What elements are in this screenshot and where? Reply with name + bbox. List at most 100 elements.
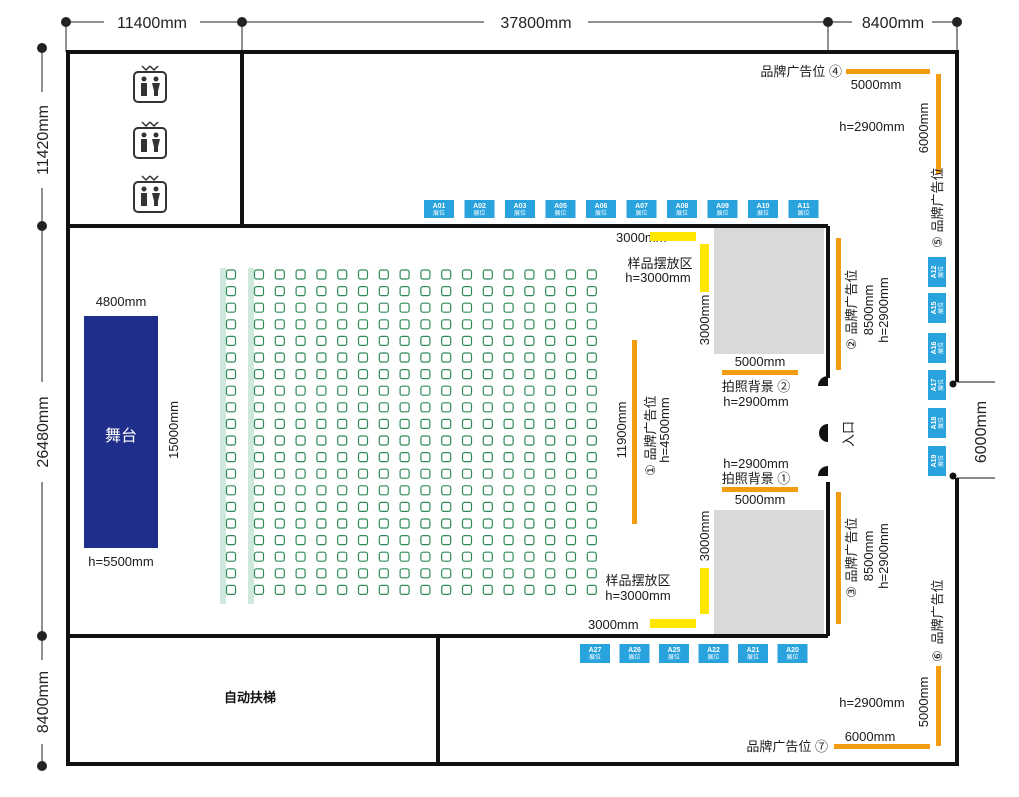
seat — [378, 468, 389, 479]
seat — [482, 269, 493, 280]
seat — [274, 302, 285, 313]
seat — [503, 584, 514, 596]
seat — [274, 335, 285, 346]
seat — [337, 302, 348, 313]
seat — [420, 551, 431, 562]
photo-top-bar — [722, 370, 798, 375]
seat — [524, 385, 535, 396]
booth-code: A21 — [747, 647, 760, 654]
seat — [295, 335, 306, 346]
seat — [524, 468, 535, 479]
seat — [253, 435, 265, 446]
seat — [441, 418, 452, 429]
seat — [337, 335, 348, 346]
seat — [295, 485, 306, 496]
seat — [399, 518, 410, 529]
seat — [225, 501, 237, 512]
booth-sub-label: 展位 — [937, 379, 945, 391]
seat — [441, 551, 452, 562]
booth-sub-label: 展位 — [433, 209, 445, 217]
seat — [399, 335, 410, 346]
seat — [420, 418, 431, 429]
seat — [482, 302, 493, 313]
seat — [274, 568, 285, 579]
seat — [524, 485, 535, 496]
seat — [253, 402, 265, 413]
seat — [399, 302, 410, 313]
ad7-width: 6000mm — [845, 729, 896, 744]
seat — [399, 501, 410, 512]
stage-depth: 15000mm — [166, 401, 181, 459]
seat — [441, 269, 452, 280]
ad4-side-bar — [936, 74, 941, 174]
seat — [274, 452, 285, 463]
seat — [545, 352, 556, 363]
seat — [503, 468, 514, 479]
seat — [399, 269, 410, 280]
seat — [586, 568, 597, 579]
brand-ad-5: 品牌广告位 ⑤ — [930, 167, 945, 247]
brand-ad-7: h=2900mm 5000mm 6000mm 品牌广告位 ⑦ — [746, 666, 941, 754]
seat — [357, 286, 369, 297]
seat — [225, 369, 237, 380]
seat — [378, 302, 389, 313]
seat — [378, 352, 389, 363]
seat — [357, 452, 369, 463]
seat — [545, 468, 556, 479]
seat — [399, 468, 410, 479]
seat — [378, 551, 389, 562]
seat — [441, 385, 452, 396]
seat — [337, 385, 348, 396]
seat — [461, 352, 473, 363]
seat — [586, 584, 597, 596]
seat — [524, 501, 535, 512]
seat — [399, 286, 410, 297]
seat — [461, 452, 473, 463]
booth-code: A11 — [797, 203, 810, 210]
seat — [225, 534, 237, 546]
photo-top-width: 5000mm — [735, 354, 786, 369]
seat — [316, 534, 327, 546]
booth-sub-label: 展位 — [676, 209, 688, 217]
seat — [253, 485, 265, 496]
seat — [482, 584, 493, 596]
seat — [586, 369, 597, 380]
seat — [225, 385, 237, 396]
ad4-label: 品牌广告位 ④ — [760, 64, 842, 79]
seat — [295, 385, 306, 396]
seat — [337, 551, 348, 562]
seat — [295, 269, 306, 280]
seat — [503, 534, 514, 546]
seat — [295, 452, 306, 463]
seat — [274, 418, 285, 429]
seat — [253, 518, 265, 529]
seat — [586, 418, 597, 429]
seat — [225, 418, 237, 429]
booth-sub-label: 展位 — [707, 653, 719, 661]
seat — [420, 369, 431, 380]
seat — [503, 302, 514, 313]
seat — [565, 452, 577, 463]
